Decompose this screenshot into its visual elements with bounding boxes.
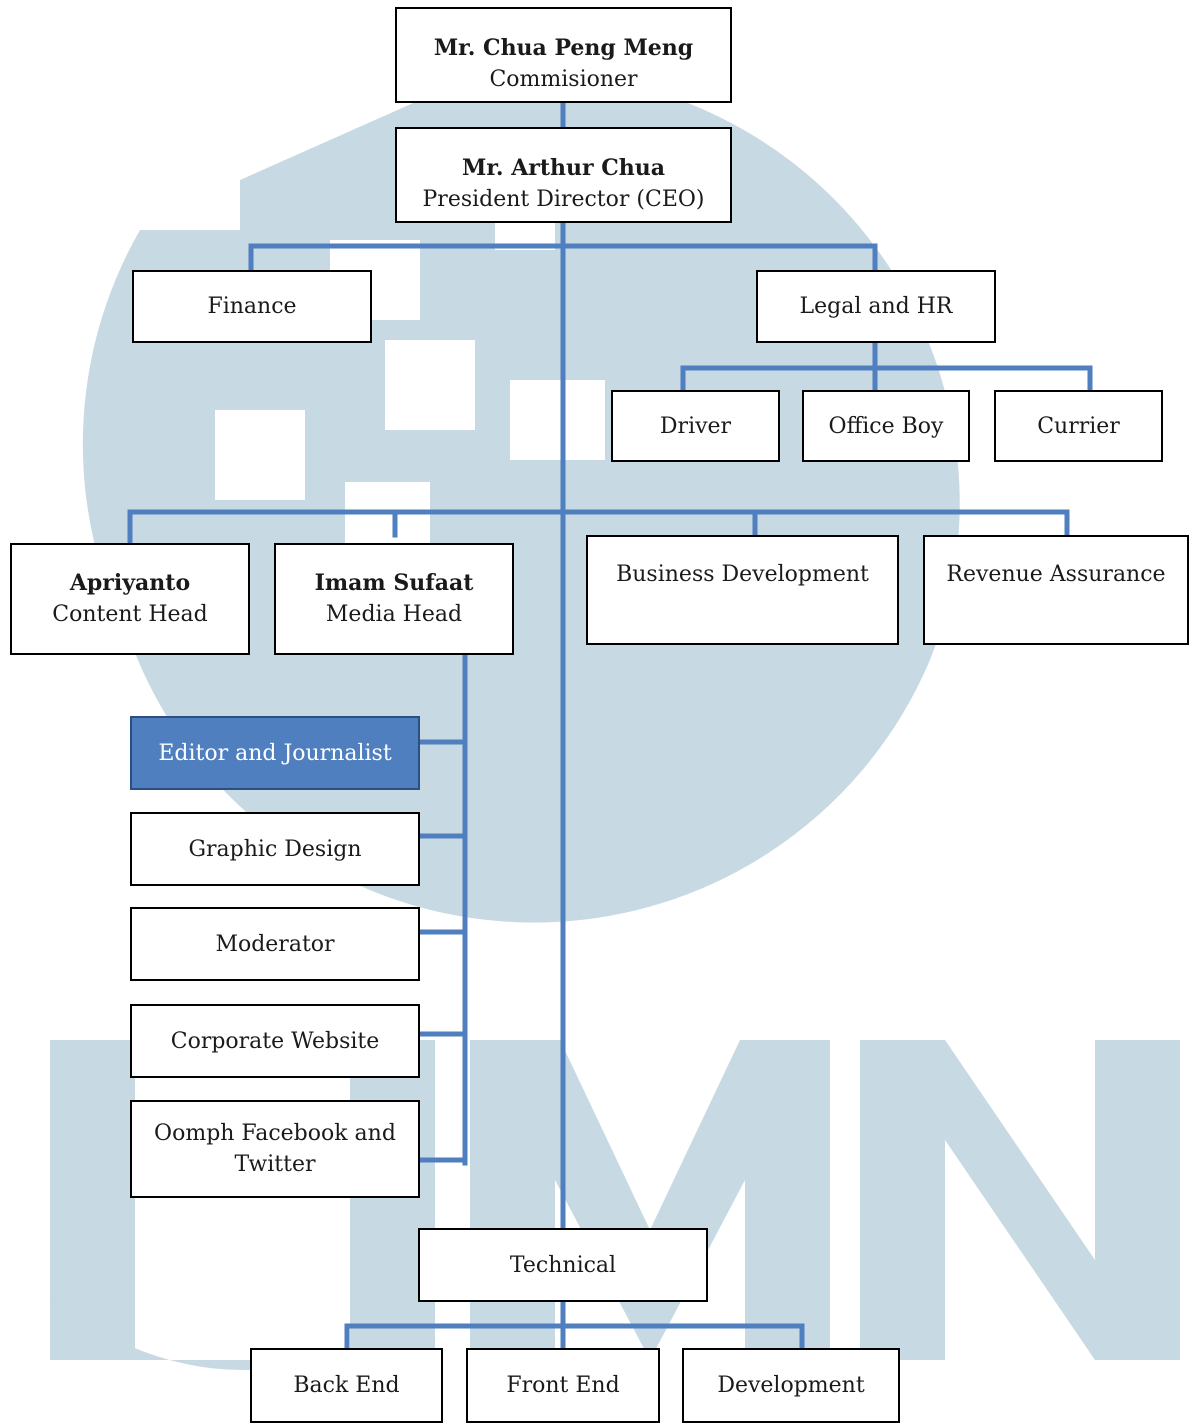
front-end-label: Front End [506, 1373, 620, 1398]
finance-box: Finance [132, 270, 372, 343]
office-boy-label: Office Boy [828, 413, 944, 439]
back-end-box: Back End [250, 1348, 443, 1423]
graphic-design-label: Graphic Design [188, 836, 362, 862]
revenue-assurance-label: Revenue Assurance [946, 562, 1166, 587]
editor-journalist-box: Editor and Journalist [130, 716, 420, 790]
driver-box: Driver [611, 390, 780, 462]
corporate-website-label: Corporate Website [170, 1028, 380, 1054]
commissioner-box: Mr. Chua Peng Meng Commisioner [395, 7, 732, 103]
legal-hr-label: Legal and HR [799, 294, 953, 319]
legal-hr-box: Legal and HR [756, 270, 996, 343]
watermark-letter-u-right [350, 1040, 435, 1360]
media-head-role: Media Head [325, 602, 463, 627]
back-end-label: Back End [293, 1373, 400, 1398]
media-head-name: Imam Sufaat [314, 570, 474, 596]
development-box: Development [682, 1348, 900, 1423]
ceo-role: President Director (CEO) [422, 187, 705, 212]
technical-box: Technical [418, 1228, 708, 1302]
media-head-box: Imam Sufaat Media Head [274, 543, 514, 655]
watermark-letter-u-left [50, 1040, 135, 1360]
corporate-website-box: Corporate Website [130, 1004, 420, 1078]
commissioner-name: Mr. Chua Peng Meng [433, 35, 694, 61]
commissioner-role: Commisioner [489, 67, 638, 92]
finance-label: Finance [207, 294, 297, 319]
oomph-social-box: Oomph Facebook and Twitter [130, 1100, 420, 1198]
content-head-role: Content Head [52, 602, 208, 627]
ceo-box: Mr. Arthur Chua President Director (CEO) [395, 127, 732, 223]
business-development-label: Business Development [616, 562, 869, 587]
moderator-box: Moderator [130, 907, 420, 981]
watermark-letter-m [470, 1040, 830, 1360]
technical-label: Technical [509, 1252, 617, 1278]
content-head-name: Apriyanto [69, 570, 191, 596]
driver-label: Driver [659, 413, 732, 439]
content-head-box: Apriyanto Content Head [10, 543, 250, 655]
development-label: Development [717, 1373, 865, 1398]
oomph-social-label: Oomph Facebook and Twitter [154, 1121, 396, 1177]
currier-box: Currier [994, 390, 1163, 462]
office-boy-box: Office Boy [802, 390, 970, 462]
ceo-name: Mr. Arthur Chua [461, 155, 666, 181]
moderator-label: Moderator [215, 931, 335, 957]
front-end-box: Front End [466, 1348, 660, 1423]
watermark-letter-n [860, 1040, 1180, 1360]
business-development-box: Business Development [586, 535, 899, 645]
revenue-assurance-box: Revenue Assurance [923, 535, 1189, 645]
currier-label: Currier [1037, 413, 1120, 439]
graphic-design-box: Graphic Design [130, 812, 420, 886]
editor-journalist-label: Editor and Journalist [158, 740, 392, 766]
